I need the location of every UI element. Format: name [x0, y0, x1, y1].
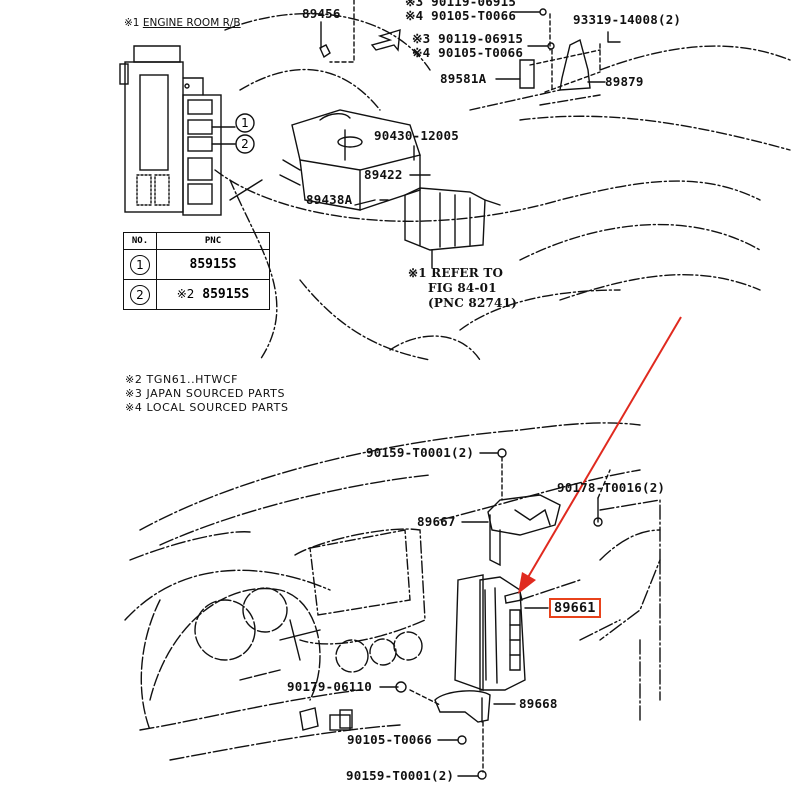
- ecu-89661-drawing: [454, 574, 549, 691]
- leader-lines-bottom: [379, 448, 603, 780]
- refer-note-line-3[interactable]: (PNC 82741): [428, 296, 518, 310]
- engine-room-relay-block-drawing: [119, 45, 255, 216]
- part-label-89581a[interactable]: 89581A: [440, 71, 487, 86]
- table-row: 2 ※2 85915S: [123, 279, 270, 310]
- part-label-89879[interactable]: 89879: [605, 74, 644, 89]
- part-label-90105-t0066-c[interactable]: 90105-T0066: [347, 732, 432, 747]
- part-label-89667[interactable]: 89667: [417, 514, 456, 529]
- pnc-table-header: NO. PNC: [123, 232, 270, 250]
- part-label-89422[interactable]: 89422: [364, 167, 403, 182]
- part-label-90119-06915-a[interactable]: ※3 90119-06915: [405, 0, 517, 9]
- refer-note-line-1: ※1 REFER TO: [408, 266, 504, 280]
- instrument-cluster-drawing: [140, 587, 321, 731]
- bracket-89668-drawing: [434, 690, 516, 723]
- row-mark-2: ※2: [176, 287, 195, 301]
- part-label-90105-t0066-a[interactable]: ※4 90105-T0066: [405, 8, 517, 23]
- dashboard-drawing: [124, 422, 661, 761]
- footnote-3: ※3 JAPAN SOURCED PARTS: [125, 387, 286, 400]
- direction-arrow-icon: [370, 29, 401, 52]
- title-text: ENGINE ROOM R/B: [142, 17, 241, 29]
- row-number-2: 2: [130, 285, 150, 305]
- row-pnc-1[interactable]: 85915S: [189, 257, 237, 272]
- part-label-89668[interactable]: 89668: [519, 696, 558, 711]
- row-pnc-2[interactable]: 85915S: [202, 287, 250, 302]
- junction-block-drawing: [404, 187, 501, 269]
- header-no: NO.: [123, 232, 157, 250]
- engine-block-drawing: [229, 109, 421, 211]
- header-pnc: PNC: [156, 232, 270, 250]
- dashed-assembly-lines-bottom: [409, 456, 611, 773]
- footnote-2: ※2 TGN61..HTWCF: [125, 373, 239, 386]
- dashed-assembly-lines: [329, 0, 601, 93]
- engine-room-rb-title: ※1 ENGINE ROOM R/B: [124, 17, 241, 29]
- part-label-89661-highlighted[interactable]: 89661: [549, 598, 601, 618]
- table-row: 1 85915S: [123, 249, 270, 280]
- part-label-93319-14008[interactable]: 93319-14008(2): [573, 12, 682, 27]
- part-label-90178-t0016[interactable]: 90178-T0016(2): [557, 480, 666, 495]
- bracket-89667-drawing: [461, 494, 561, 567]
- footnote-4: ※4 LOCAL SOURCED PARTS: [125, 401, 289, 414]
- part-label-89456[interactable]: 89456: [302, 6, 341, 21]
- engine-bay-drawing: [214, 12, 791, 361]
- callout-2: 2: [241, 137, 249, 151]
- part-label-90179-06110[interactable]: 90179-06110: [287, 679, 372, 694]
- part-label-89438a[interactable]: 89438A: [306, 192, 353, 207]
- part-label-90119-06915-b[interactable]: ※3 90119-06915: [412, 31, 524, 46]
- row-number-1: 1: [130, 255, 150, 275]
- leader-lines-top: [319, 8, 621, 206]
- center-console-drawing: [279, 528, 426, 731]
- part-label-90159-t0001-top[interactable]: 90159-T0001(2): [366, 445, 475, 460]
- part-label-90105-t0066-b[interactable]: ※4 90105-T0066: [412, 45, 524, 60]
- callout-1: 1: [241, 116, 249, 130]
- refer-note-line-2: FIG 84-01: [428, 281, 497, 295]
- reference-mark: ※1: [124, 17, 140, 29]
- part-label-90430-12005[interactable]: 90430-12005: [374, 128, 459, 143]
- part-label-90159-t0001-bottom[interactable]: 90159-T0001(2): [346, 768, 455, 783]
- pnc-table: NO. PNC 1 85915S 2 ※2 85915S: [123, 232, 270, 310]
- red-pointer-arrow-icon: [518, 316, 682, 594]
